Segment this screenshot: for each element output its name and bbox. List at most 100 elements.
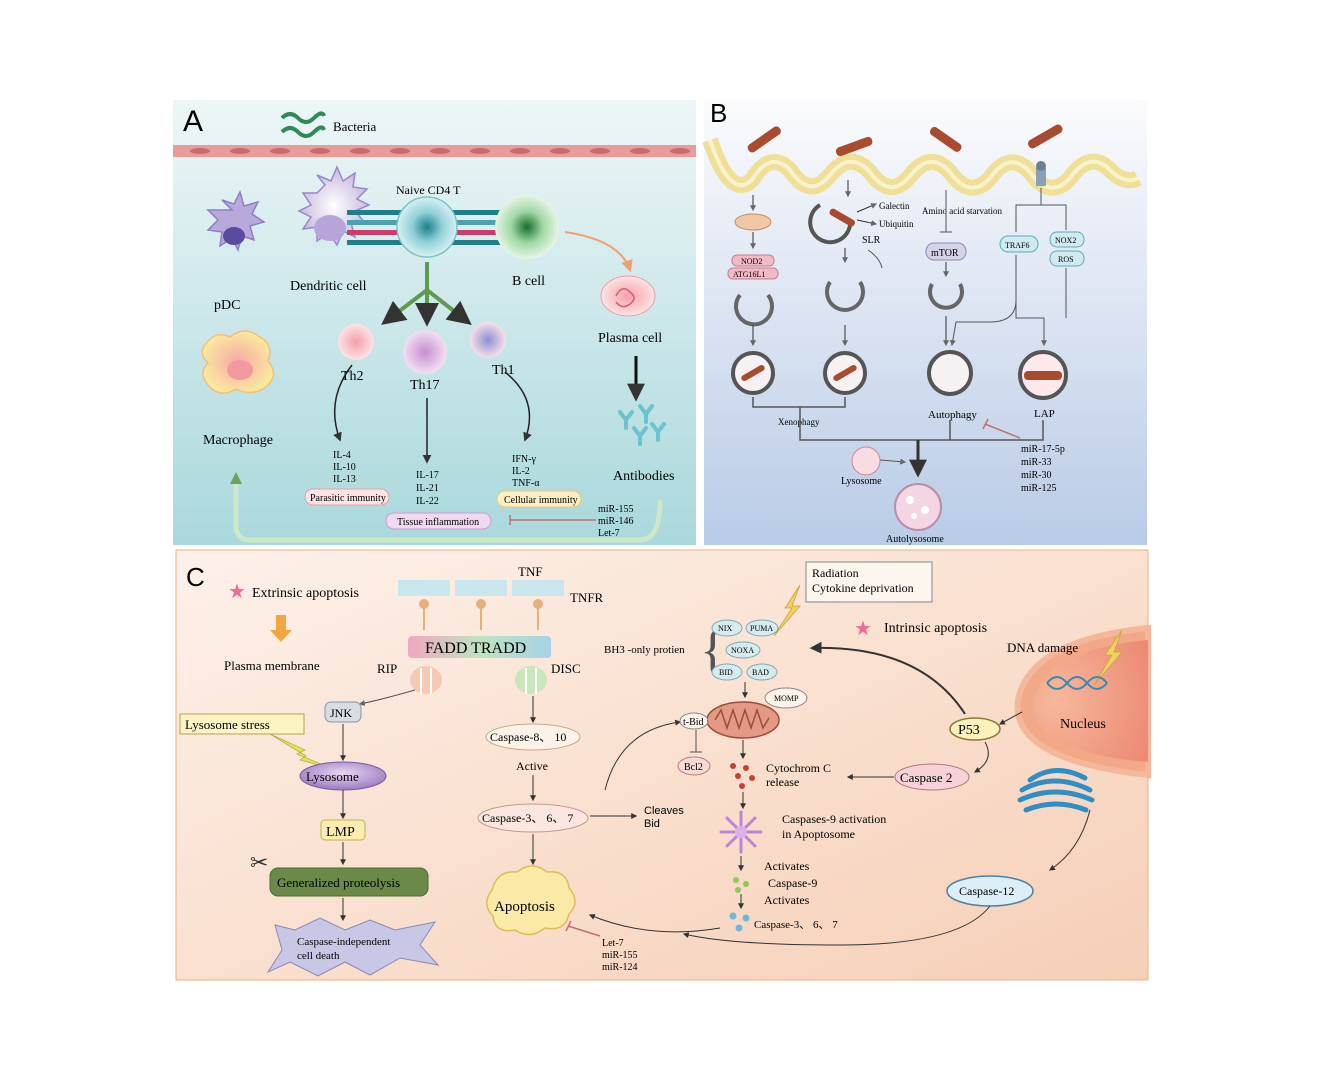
scissors-icon: ✂ (250, 850, 268, 875)
differentiation-arrows (381, 262, 472, 327)
plasma-cell-label: Plasma cell (598, 331, 662, 346)
galectin-arrow (856, 203, 878, 213)
th17-cell-icon (403, 330, 447, 374)
ros-box (1049, 250, 1085, 267)
orange-down-arrow-icon (270, 615, 292, 642)
casp9-label: Caspase-9 (768, 876, 817, 890)
lap-bacterium (1024, 371, 1062, 380)
bid-label: Bid (644, 818, 660, 830)
receptor-bars-left (347, 210, 402, 245)
bh3-protein-noxa: NOXA (731, 646, 754, 655)
panel-a-letter: A (183, 105, 203, 138)
bh3-protein-nix: NIX (718, 624, 732, 633)
b-cell-icon (495, 195, 559, 259)
intrinsic-star-icon: ★ (854, 618, 872, 640)
panel-c-letter: C (186, 562, 205, 592)
th1-label: Th1 (492, 363, 515, 378)
th17-cytokine-2: IL-21 (416, 483, 439, 494)
cell-death-label-1: Caspase-independent (297, 936, 390, 948)
casp367b-to-apoptosis-curve (588, 914, 721, 933)
b-path2-bacterium (829, 208, 856, 227)
ros-label: ROS (1058, 255, 1074, 264)
p53-label: P53 (958, 723, 980, 738)
panel-b: B NOD2 ATG16L1 Galectin (702, 98, 1147, 545)
tbid-label: t-Bid (683, 717, 704, 728)
traf6-to-autophagy (949, 299, 1017, 347)
th2-arrow (333, 364, 353, 442)
dna-helix-icon (1046, 676, 1108, 690)
panel-c-mirna-2: miR-155 (602, 950, 638, 961)
galectin-label: Galectin (879, 201, 910, 211)
th2-cytokine-2: IL-10 (333, 462, 356, 473)
tissue-inflammation-label: Tissue inflammation (397, 517, 479, 528)
pdc-label: pDC (214, 298, 240, 313)
p53-ellipse (949, 717, 1001, 741)
xenophagy-bracket (752, 397, 846, 408)
dendritic-cell-icon (297, 165, 371, 247)
slr-arrow (867, 249, 883, 269)
casp12-to-apoptosis-curve (682, 905, 991, 946)
b-path2-phagophore (825, 280, 865, 312)
casp12-label: Caspase-12 (959, 884, 1014, 898)
cell-death-label-2: cell death (297, 950, 340, 962)
tissue-inflammation-box (385, 512, 492, 530)
lmp-box (320, 819, 366, 841)
panel-b-letter: B (710, 98, 727, 128)
dendritic-cell-label: Dendritic cell (290, 279, 367, 294)
macrophage-cell-icon (201, 330, 275, 394)
radiation-box (805, 561, 933, 603)
panel-c: C ★ Extrinsic apoptosis Plasma membrane … (175, 549, 1151, 981)
th2-cytokine-1: IL-4 (333, 450, 351, 461)
th2-cytokine-3: IL-13 (333, 474, 356, 485)
macrophage-feedback-arrowhead (230, 472, 242, 484)
extrinsic-apoptosis-label: Extrinsic apoptosis (252, 586, 359, 601)
radiation-lightning-icon (773, 584, 801, 637)
panel-a-mirna-3: Let-7 (598, 528, 620, 539)
xenophagy-label: Xenophagy (778, 417, 820, 427)
nox2-label: NOX2 (1055, 236, 1076, 245)
proteolysis-label: Generalized proteolysis (277, 875, 400, 890)
autolysosome-dot (906, 496, 914, 504)
th17-label: Th17 (410, 378, 440, 393)
panel-c-mirna-3: miR-124 (602, 962, 638, 973)
apoptosome-icon (719, 810, 763, 854)
lysosome-label: Lysosome (841, 476, 882, 487)
bcl2-inhibit-line (690, 730, 702, 753)
plasma-cell-icon (600, 275, 656, 317)
nucleus-label: Nucleus (1060, 717, 1106, 732)
epithelium-cells (190, 148, 690, 154)
active-label: Active (516, 759, 548, 773)
panel-b-mirna-4: miR-125 (1021, 483, 1057, 494)
bh3-protein-bid: BID (719, 668, 733, 677)
cytochrome-c-dots (730, 763, 755, 789)
casp2-label: Caspase 2 (900, 770, 952, 785)
casp9-activation-label-1: Caspases-9 activation (782, 812, 886, 826)
bacteria-rods (747, 124, 1063, 157)
radiation-label: Radiation (812, 566, 859, 580)
nucleus-to-p53-arrow (998, 711, 1023, 725)
cleaves-label: Cleaves (644, 805, 684, 817)
lysosome-stress-label: Lysosome stress (185, 717, 270, 732)
panel-a-mirna-2: miR-146 (598, 516, 634, 527)
casp367-label: Caspase-3、 6、 7 (482, 811, 573, 825)
naive-cd4t-label: Naive CD4 T (396, 183, 461, 197)
traf6-label: TRAF6 (1005, 241, 1029, 250)
b-cell-label: B cell (512, 274, 545, 289)
autophagy-label: Autophagy (928, 409, 977, 421)
receptor-bars-right (452, 210, 507, 245)
panel-b-mirna-2: miR-33 (1021, 457, 1052, 468)
bh3-protein-puma: PUMA (750, 624, 773, 633)
dna-damage-lightning-icon (1093, 629, 1123, 686)
b-merge-lines (799, 407, 1044, 441)
bh3-proteins (711, 619, 779, 681)
amino-acid-inhibit (940, 190, 952, 233)
panel-b-mirna-3: miR-30 (1021, 470, 1052, 481)
th1-cell-icon (470, 322, 506, 358)
tnfr-receptors (419, 599, 543, 630)
parasitic-immunity-label: Parasitic immunity (310, 493, 386, 504)
lysosome-stress-box (179, 713, 305, 735)
rip-label: RIP (377, 661, 397, 676)
atg16l1-box (727, 267, 779, 280)
autolysosome-icon (894, 483, 942, 531)
mirna-inhibition-line-b (982, 418, 1021, 439)
